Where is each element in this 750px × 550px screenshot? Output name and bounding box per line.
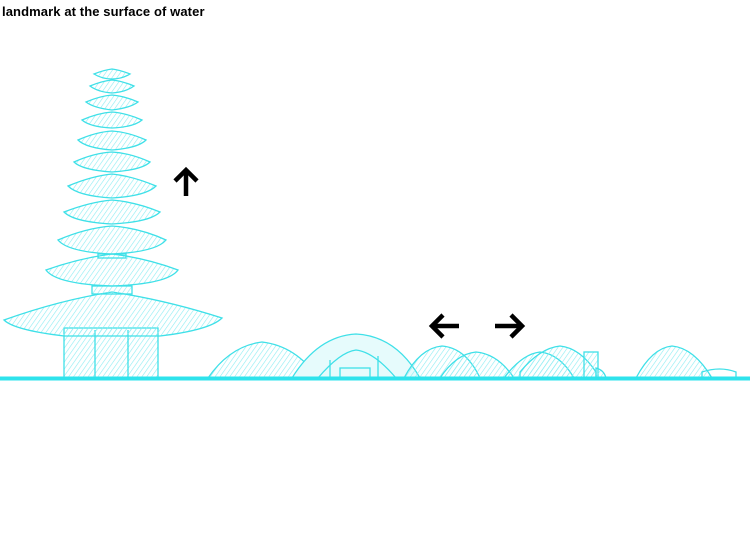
arrow-up-icon (168, 165, 204, 201)
dome-buildings (206, 333, 737, 379)
pagoda-tower (2, 68, 224, 379)
arrow-right-icon (491, 308, 527, 344)
arrow-left-icon (427, 308, 463, 344)
page-caption: landmark at the surface of water (2, 4, 205, 19)
